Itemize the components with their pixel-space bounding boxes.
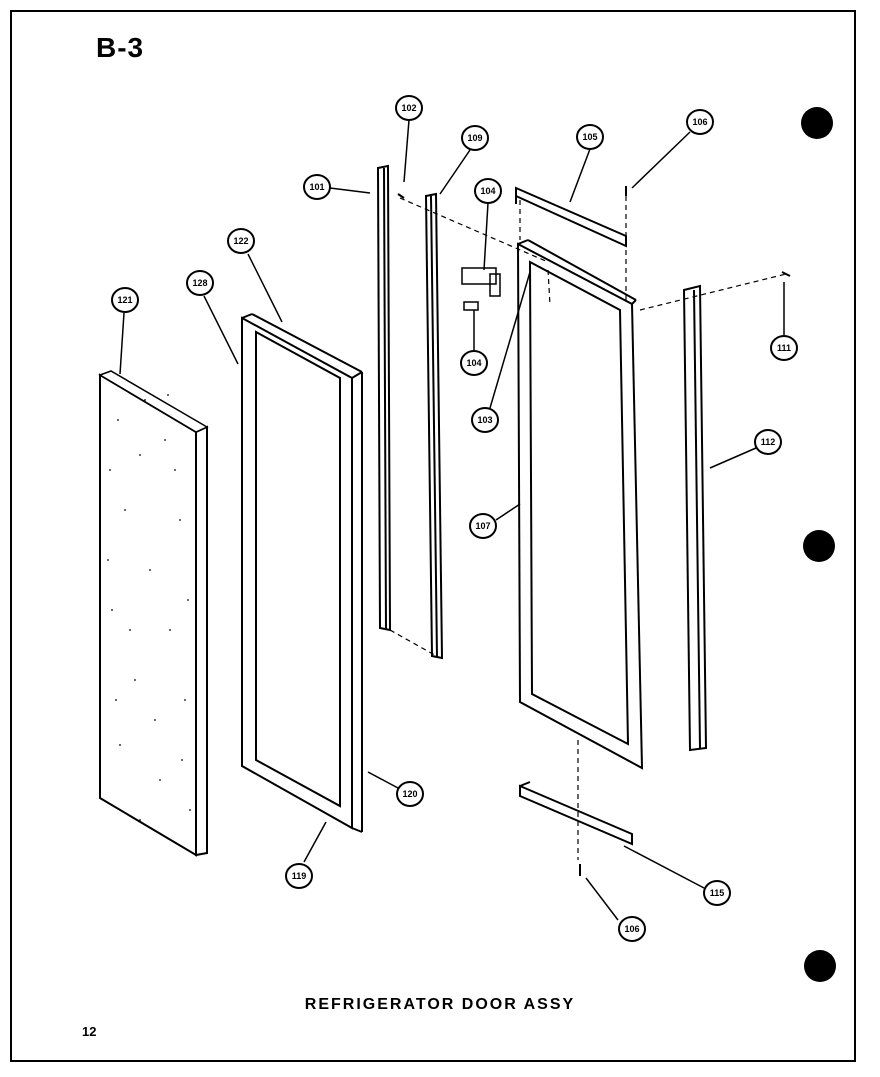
gasket-frame-128 [241,313,363,833]
callout-104-top-label: 104 [480,186,495,196]
callout-111: 111 [770,335,798,361]
callout-112: 112 [754,429,782,455]
callout-115: 115 [703,880,731,906]
callout-103-label: 103 [477,415,492,425]
callout-109: 109 [461,125,489,151]
callout-109-label: 109 [467,133,482,143]
callout-102-label: 102 [401,103,416,113]
diagram-caption: REFRIGERATOR DOOR ASSY [304,996,576,1013]
callout-111-label: 111 [777,343,791,353]
callout-101-label: 101 [309,182,324,192]
callout-105: 105 [576,124,604,150]
door-frame-107 [516,239,644,770]
callout-106-bottom: 106 [618,916,646,942]
callout-120-label: 120 [402,789,417,799]
callout-106-top: 106 [686,109,714,135]
callout-122: 122 [227,228,255,254]
callout-104-bottom: 104 [460,350,488,376]
page-code: B-3 [96,32,145,63]
callout-121-label: 121 [117,295,132,305]
page-number: 12 [82,1024,97,1039]
handle-strip-112 [682,284,708,752]
callout-104-bottom-label: 104 [466,358,481,368]
screw-111 [781,271,791,277]
strip-109 [424,192,444,660]
leader-lines [119,119,785,921]
binder-hole-bottom [804,950,836,982]
binder-hole-middle [803,530,835,562]
panel-121 [98,370,209,857]
callout-115-label: 115 [710,888,725,898]
callout-119-label: 119 [292,871,307,881]
top-bracket-105 [515,186,627,248]
sheet-border [10,10,856,1062]
callout-128: 128 [186,270,214,296]
screw-102 [397,193,405,199]
callout-119: 119 [285,863,313,889]
callout-121: 121 [111,287,139,313]
strip-101 [376,164,392,632]
alignment-lines [389,196,787,860]
callout-128-label: 128 [192,278,207,288]
callout-107: 107 [469,513,497,539]
callout-120: 120 [396,781,424,807]
hinge-bracket-104 [461,267,501,311]
callout-106-bottom-label: 106 [624,924,639,934]
callout-103: 103 [471,407,499,433]
binder-hole-top [801,107,833,139]
callout-102: 102 [395,95,423,121]
callout-122-label: 122 [233,236,248,246]
callout-107-label: 107 [475,521,490,531]
callout-112-label: 112 [761,437,776,447]
callout-101: 101 [303,174,331,200]
callout-106-top-label: 106 [692,117,707,127]
bottom-bracket-115 [519,781,633,846]
callout-105-label: 105 [582,132,597,142]
callout-104-top: 104 [474,178,502,204]
